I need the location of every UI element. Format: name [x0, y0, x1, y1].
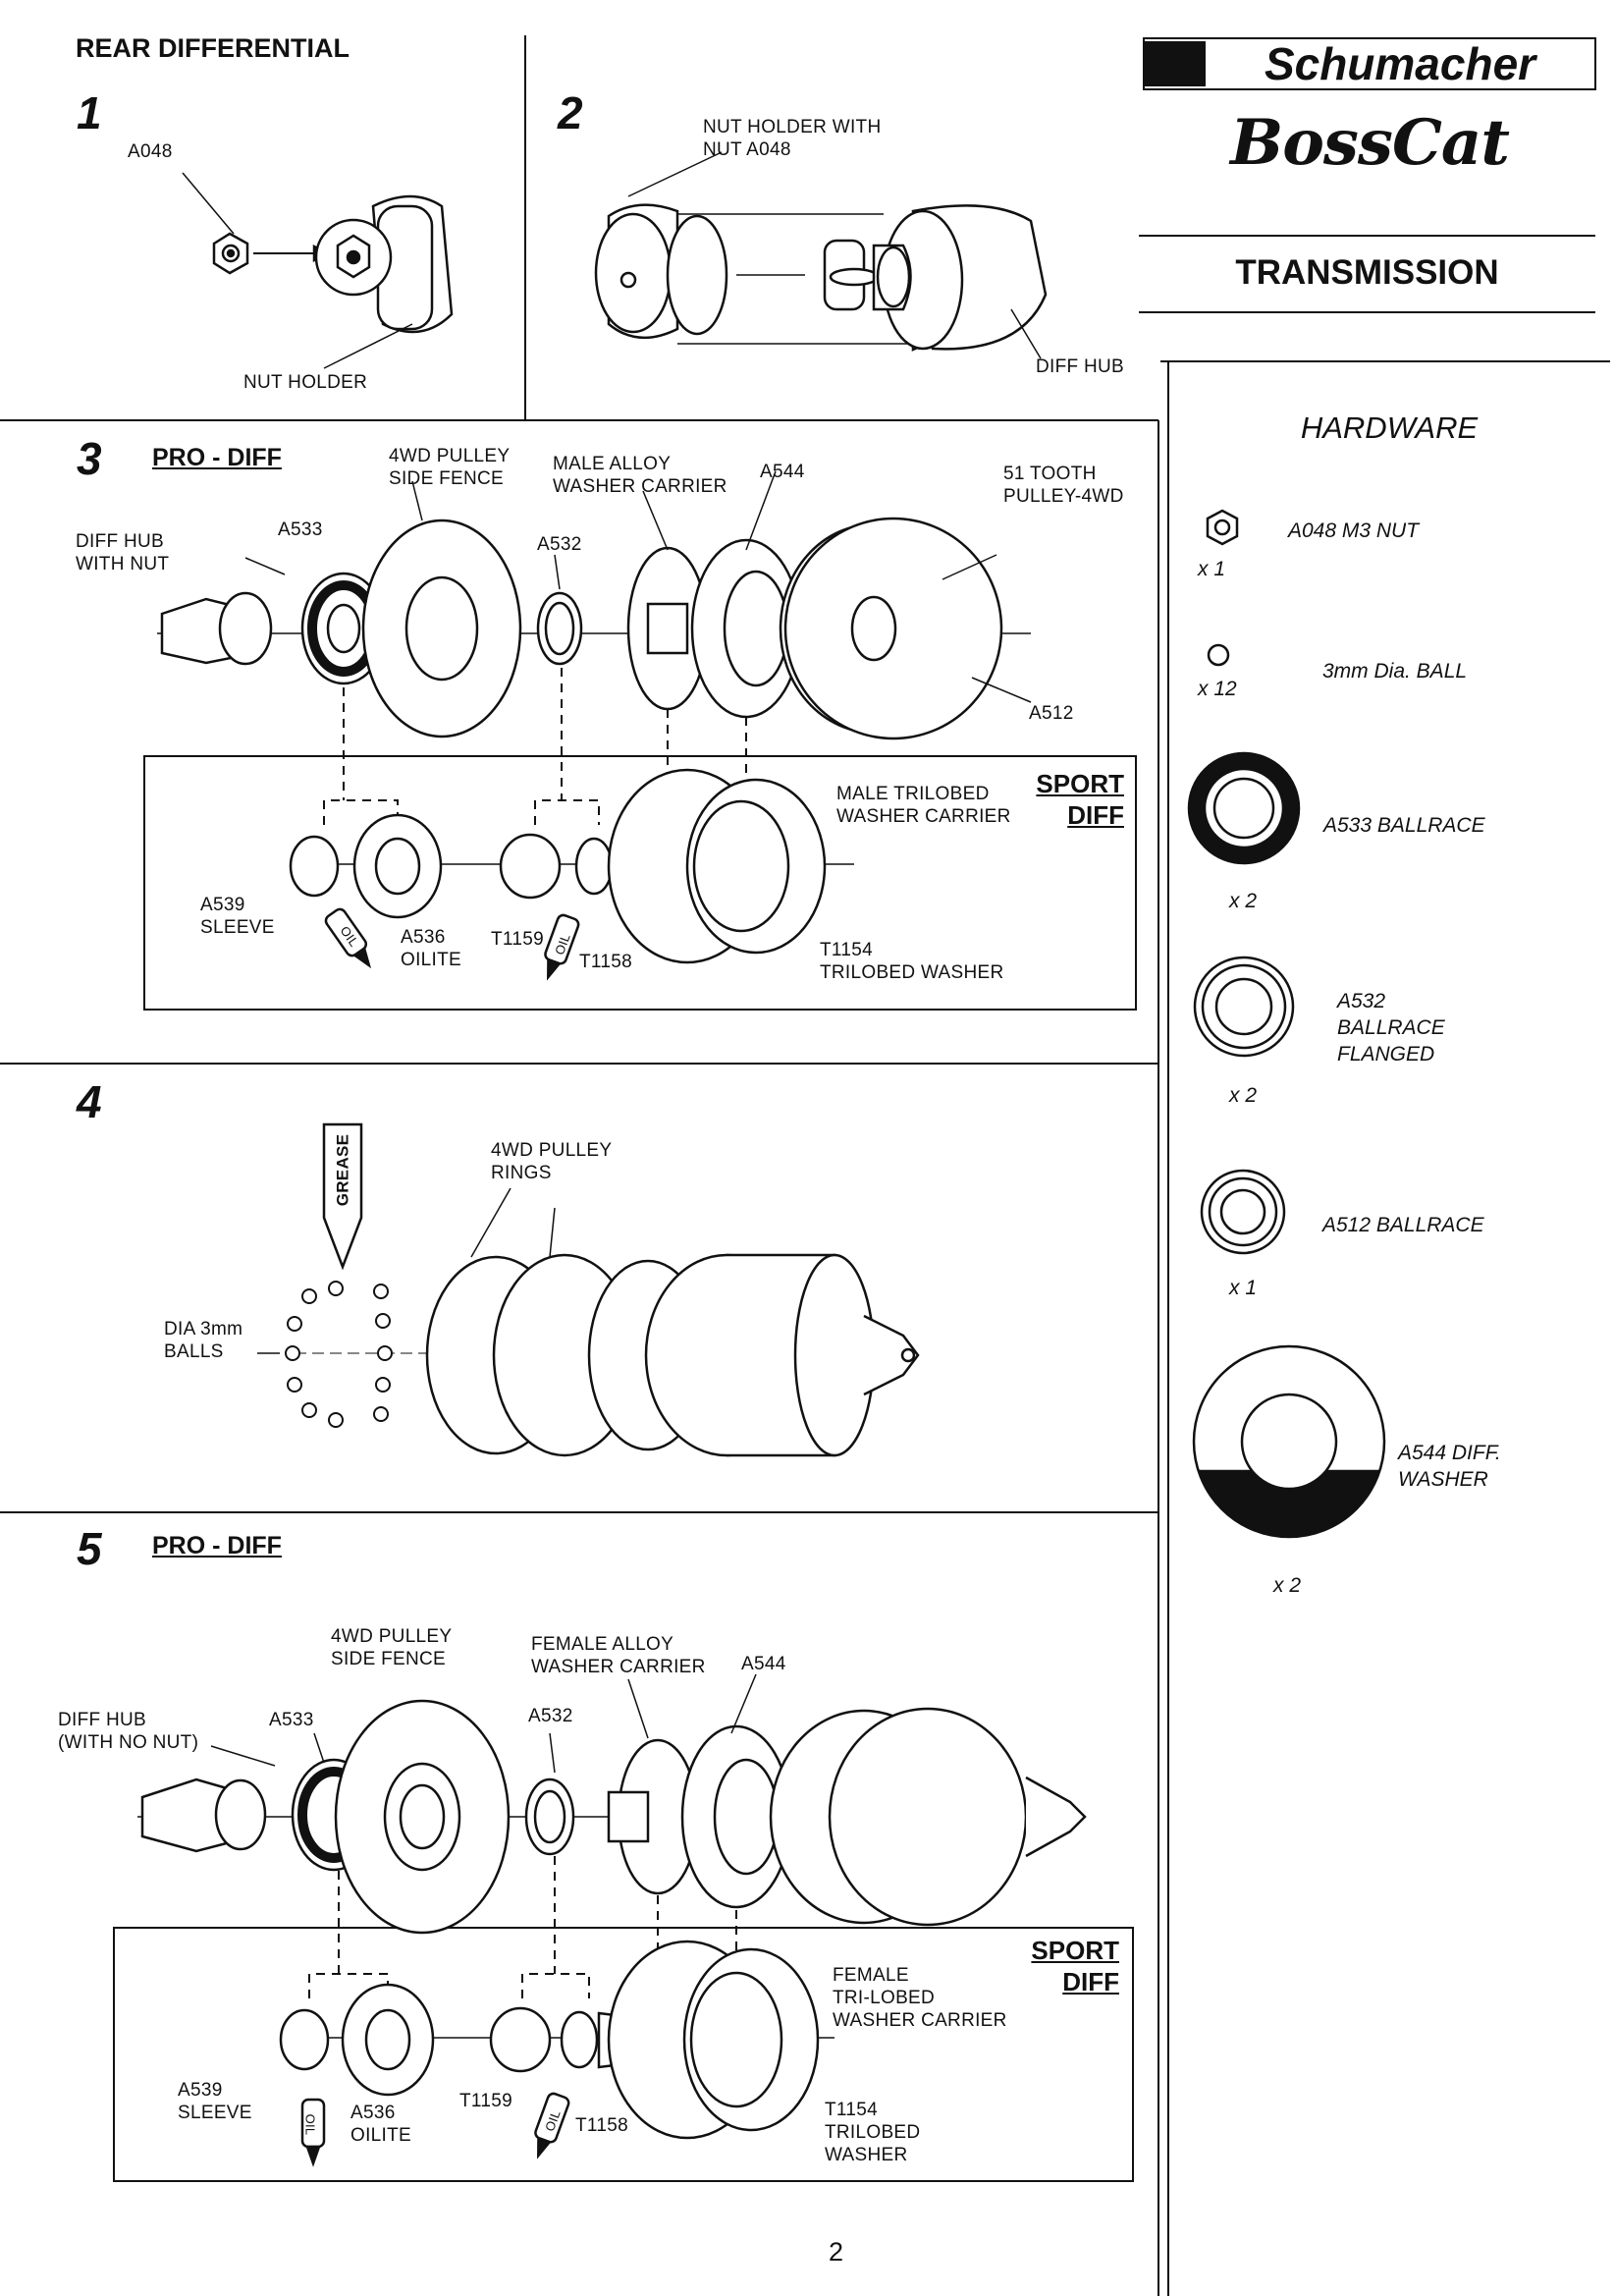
hex-nut-hole-icon	[1213, 519, 1231, 536]
label-t1158: T1158	[575, 2115, 628, 2136]
label-nut-holder: NUT HOLDER	[243, 372, 368, 393]
step3-dashed-guides	[323, 668, 747, 825]
sport-diff-label: SPORT DIFF	[1031, 1936, 1119, 1996]
label-a536-oilite: A536 OILITE	[401, 927, 461, 970]
step-heading: PRO - DIFF	[152, 1532, 282, 1559]
frame-lines	[0, 35, 1610, 2296]
hardware-item-name: A544 DIFF. WASHER	[1398, 1442, 1501, 1491]
grease-label: GREASE	[333, 1133, 352, 1207]
hardware-item-qty: x 1	[1198, 558, 1226, 580]
hardware-item-qty: x 1	[1229, 1277, 1258, 1299]
label-diff-hub-with-nut: DIFF HUB WITH NUT	[76, 531, 170, 574]
nut-holder-drawing	[182, 172, 454, 369]
label-a533: A533	[278, 519, 323, 540]
diff-hub-drawing	[594, 151, 1048, 359]
label-side-fence: 4WD PULLEY SIDE FENCE	[389, 446, 511, 489]
pro-diff-exploded-drawing-5	[137, 1673, 1087, 1935]
label-a512: A512	[1029, 703, 1074, 724]
sport-diff-drawing-5	[279, 1940, 834, 2167]
label-a536-oilite: A536 OILITE	[350, 2103, 411, 2146]
label-male-trilobed-carrier: MALE TRILOBED WASHER CARRIER	[836, 784, 1011, 827]
hardware-item-name: 3mm Dia. BALL	[1322, 660, 1468, 683]
hardware-item-qty: x 2	[1273, 1574, 1302, 1597]
label-nut-holder-with-nut: NUT HOLDER WITH NUT A048	[703, 117, 882, 160]
brand-name: Schumacher	[1264, 38, 1536, 89]
step-number: 3	[77, 433, 102, 484]
oil-label: OIL	[302, 2113, 318, 2136]
balls-array	[285, 1281, 393, 1428]
page-number: 2	[829, 2237, 844, 2267]
step-heading: PRO - DIFF	[152, 444, 282, 471]
oil-bottle-icon-5	[300, 2098, 326, 2167]
section-title: TRANSMISSION	[1235, 253, 1499, 292]
label-t1159: T1159	[491, 929, 544, 950]
oil-bottle-icon-3b	[544, 913, 580, 981]
label-diff-hub-no-nut: DIFF HUB (WITH NO NUT)	[58, 1710, 199, 1753]
pulley-rings-drawing	[257, 1122, 920, 1457]
pro-diff-exploded-drawing	[157, 470, 1032, 740]
oil-bottle-icon-3	[324, 907, 372, 969]
label-a532: A532	[528, 1706, 573, 1726]
ball-icon	[1207, 643, 1230, 667]
label-diff-hub: DIFF HUB	[1036, 356, 1125, 377]
hardware-item-qty: x 12	[1198, 678, 1237, 700]
label-female-trilobed-carrier: FEMALE TRI-LOBED WASHER CARRIER	[833, 1965, 1007, 2031]
label-a533: A533	[269, 1710, 314, 1730]
label-a532: A532	[537, 534, 582, 555]
label-t1158: T1158	[579, 952, 632, 972]
label-a544: A544	[741, 1654, 786, 1674]
oil-bottle-icon-5b	[534, 2092, 570, 2159]
step-number: 4	[77, 1076, 102, 1127]
sport-diff-drawing-3	[289, 768, 854, 981]
model-name: BossCat	[1230, 106, 1510, 180]
brand-logo: Schumacher	[1143, 37, 1596, 90]
hardware-item-qty: x 2	[1229, 890, 1258, 912]
label-t1154-trilobed-washer: T1154 TRILOBED WASHER	[825, 2100, 921, 2165]
step-number: 1	[77, 87, 102, 138]
label-t1159: T1159	[459, 2091, 512, 2111]
label-side-fence: 4WD PULLEY SIDE FENCE	[331, 1626, 453, 1669]
hardware-item-name: A512 BALLRACE	[1322, 1214, 1484, 1236]
label-male-alloy-carrier: MALE ALLOY WASHER CARRIER	[553, 454, 727, 497]
label-t1154-trilobed-washer: T1154 TRILOBED WASHER	[820, 940, 1004, 983]
label-51-tooth-pulley: 51 TOOTH PULLEY-4WD	[1003, 464, 1124, 507]
hardware-item-name: A532 BALLRACE FLANGED	[1337, 990, 1445, 1066]
label-a544: A544	[760, 462, 805, 482]
label-a539-sleeve: A539 SLEEVE	[200, 895, 275, 938]
hardware-item-name: A533 BALLRACE	[1323, 814, 1485, 837]
step-number: 5	[77, 1523, 102, 1574]
label-female-alloy-carrier: FEMALE ALLOY WASHER CARRIER	[531, 1634, 706, 1677]
hardware-item-qty: x 2	[1229, 1084, 1258, 1107]
hardware-title: HARDWARE	[1300, 410, 1479, 445]
label-4wd-pulley-rings: 4WD PULLEY RINGS	[491, 1140, 613, 1183]
page-title: REAR DIFFERENTIAL	[76, 33, 350, 63]
step-number: 2	[558, 87, 583, 138]
hardware-icons	[1187, 509, 1386, 1539]
brand-logo-mark	[1145, 41, 1206, 86]
hardware-item-name: A048 M3 NUT	[1288, 519, 1420, 542]
label-a539-sleeve: A539 SLEEVE	[178, 2080, 252, 2123]
label-dia-3mm-balls: DIA 3mm BALLS	[164, 1319, 243, 1362]
label-a048: A048	[128, 141, 173, 162]
sport-diff-label: SPORT DIFF	[1036, 769, 1124, 830]
